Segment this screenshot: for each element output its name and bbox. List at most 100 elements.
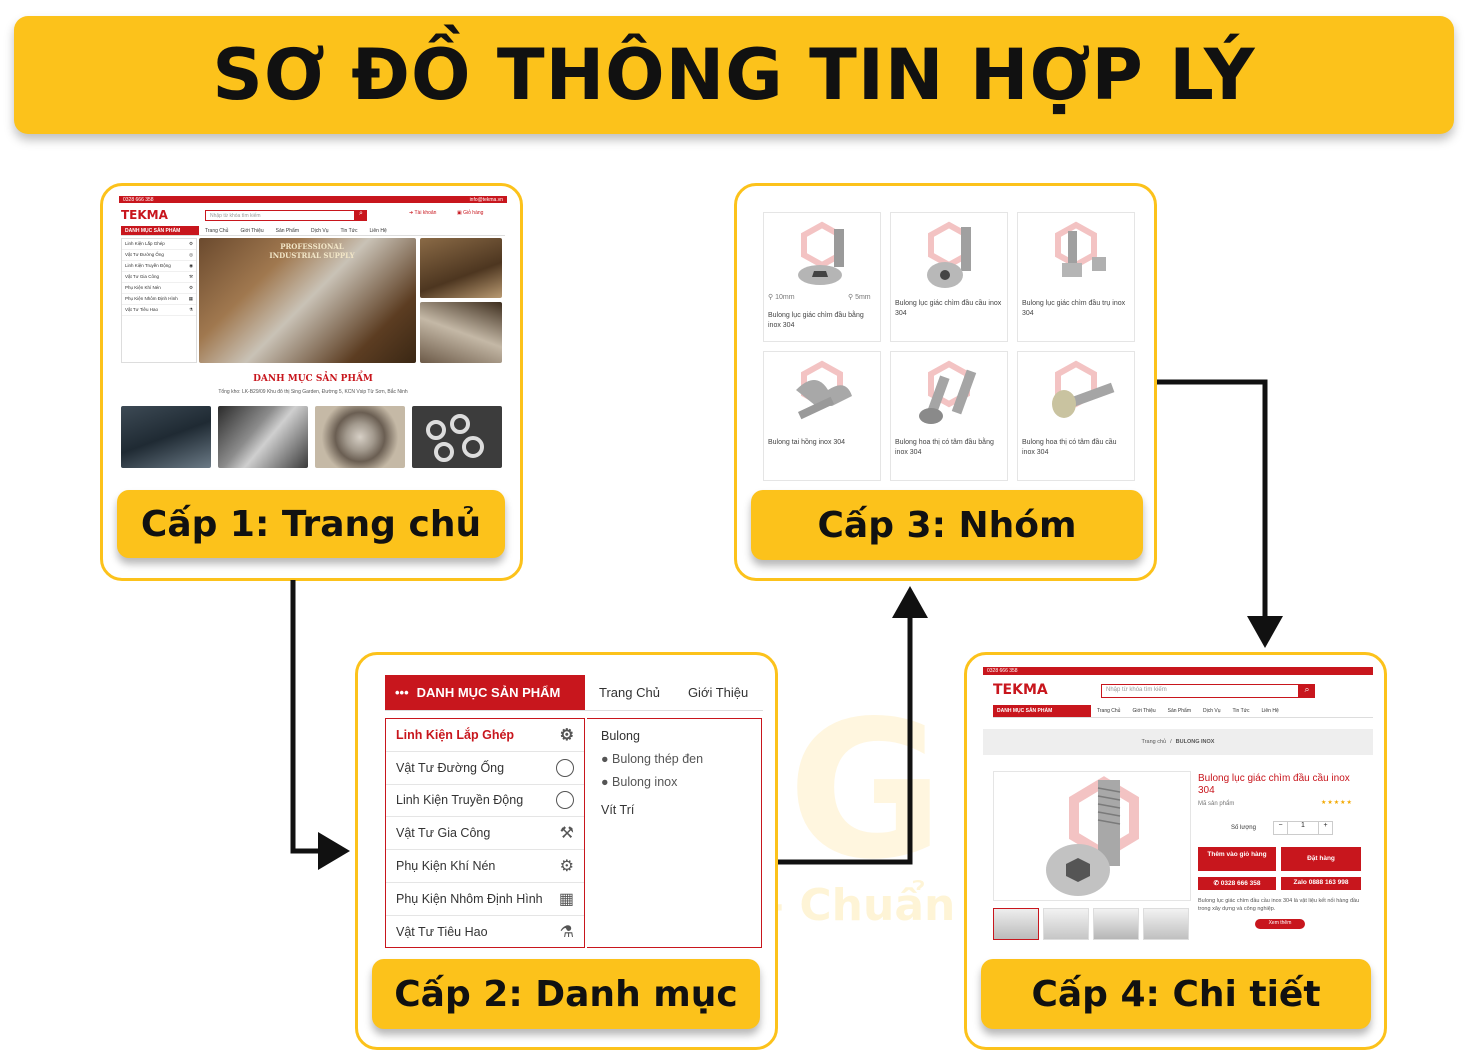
menu-item-pneumatic[interactable]: Phụ Kiện Khí Nén⚙	[386, 850, 584, 883]
thumbnail[interactable]	[1093, 908, 1139, 940]
category-image-washers[interactable]	[412, 406, 502, 468]
product-name: Bulong hoa thị có tâm đầu cầu inox 304	[1022, 439, 1117, 456]
menu-item-label: Linh Kiện Lắp Ghép	[396, 727, 515, 742]
logo[interactable]: TEKMA	[993, 682, 1048, 698]
menu-item-label: Vật Tư Tiêu Hao	[396, 925, 488, 940]
nav-news[interactable]: Tin Tức	[1232, 708, 1250, 714]
sku-label: Mã sản phẩm	[1198, 801, 1235, 807]
level4-detail-card: 0328 666 358 TEKMA Nhập từ khóa tìm kiếm…	[964, 652, 1387, 1050]
thumbnail[interactable]	[1043, 908, 1089, 940]
menu-item-machining[interactable]: Vật Tư Gia Công⚒	[386, 817, 584, 851]
sidebar-item-label: Phụ Kiện Khí Nén	[125, 285, 161, 290]
product-card[interactable]: Bulong hoa thị có tâm đầu cầu inox 304	[1017, 351, 1135, 481]
sidebar-item[interactable]: Vật Tư Đường Ống◎	[122, 250, 196, 261]
product-main-image[interactable]	[993, 771, 1191, 901]
submenu-item[interactable]: ● Bulong inox	[601, 775, 678, 789]
nav-home[interactable]: Trang Chủ	[599, 685, 660, 700]
logo[interactable]: TEKMA	[121, 208, 168, 222]
product-card[interactable]: Bulong tai hồng inox 304	[763, 351, 881, 481]
arrow-level3-to-level4	[1157, 379, 1268, 618]
menu-item-transmission[interactable]: Linh Kiện Truyền Động	[386, 785, 584, 818]
add-to-cart-button[interactable]: Thêm vào giỏ hàng	[1198, 847, 1276, 871]
breadcrumb-home[interactable]: Trang chủ	[1141, 739, 1167, 745]
nav-news[interactable]: Tin Tức	[340, 227, 358, 234]
nav-about[interactable]: Giới Thiệu	[240, 227, 264, 234]
qty-plus-button[interactable]: +	[1318, 822, 1332, 834]
nav-services[interactable]: Dịch Vụ	[1203, 708, 1221, 714]
product-title: Bulong lục giác chìm đầu cầu inox 304	[1198, 773, 1350, 796]
phone-icon: ✆	[1213, 880, 1219, 887]
sidebar-item-label: Vật Tư Tiêu Hao	[125, 307, 158, 312]
submenu-item-label: Bulong thép đen	[612, 752, 704, 766]
cart-link[interactable]: ▣ Giỏ hàng	[457, 210, 484, 216]
nav-about[interactable]: Giới Thiệu	[687, 685, 749, 700]
product-card[interactable]: Bulong lục giác chìm đầu cầu inox 304	[890, 212, 1008, 342]
search-input[interactable]: Nhập từ khóa tìm kiếm	[1101, 684, 1299, 698]
search-icon[interactable]: ⌕	[355, 210, 367, 221]
product-card[interactable]: Bulong hoa thị có tâm đầu bằng inox 304	[890, 351, 1008, 481]
thumbnail[interactable]	[1143, 908, 1189, 940]
category-image-screws[interactable]	[218, 406, 308, 468]
nav-products[interactable]: Sản Phẩm	[1167, 708, 1191, 714]
cart-label: Giỏ hàng	[463, 210, 484, 216]
bolt-image	[919, 360, 977, 424]
category-button-label: DANH MỤC SẢN PHẨM	[997, 708, 1053, 714]
qty-value[interactable]: 1	[1301, 822, 1305, 829]
nav-contact[interactable]: Liên Hệ	[1261, 708, 1279, 714]
sidebar-item[interactable]: Vật Tư Gia Công⚒	[122, 272, 196, 283]
sidebar-item[interactable]: Phụ Kiện Nhôm Định Hình▦	[122, 294, 196, 305]
search-icon[interactable]: ⌕	[1299, 684, 1315, 698]
nav-products[interactable]: Sản Phẩm	[275, 227, 299, 234]
sidebar-item[interactable]: Linh Kiện Lắp Ghép⚙	[122, 239, 196, 250]
account-link[interactable]: ➜ Tài khoản	[409, 210, 437, 216]
search-input[interactable]: Nhập từ khóa tìm kiếm	[205, 210, 355, 221]
menu-item-label: Vật Tư Gia Công	[396, 826, 491, 841]
order-button[interactable]: Đặt hàng	[1281, 847, 1361, 871]
nav-home[interactable]: Trang Chủ	[205, 227, 229, 234]
level2-category-card: ••• DANH MỤC SẢN PHẨM Trang Chủ Giới Thi…	[355, 652, 778, 1050]
nav-services[interactable]: Dịch Vụ	[311, 227, 329, 234]
submenu-item[interactable]: ● Bulong thép đen	[601, 752, 704, 766]
nav-contact[interactable]: Liên Hệ	[369, 227, 387, 234]
read-more-button[interactable]: Xem thêm	[1255, 919, 1305, 929]
submenu-group-bulong[interactable]: Bulong	[601, 729, 640, 743]
homepage-screenshot: 0328 666 358 info@tekma.vn TEKMA Nhập từ…	[119, 196, 507, 486]
menu-item-consumables[interactable]: Vật Tư Tiêu Hao⚗	[386, 916, 584, 949]
category-sidebar: Linh Kiện Lắp Ghép⚙ Vật Tư Đường Ống◎ Li…	[121, 238, 197, 363]
nav-about[interactable]: Giới Thiệu	[1132, 708, 1156, 714]
thumbnail[interactable]	[993, 908, 1039, 940]
zalo-button[interactable]: Zalo 0888 163 998	[1281, 877, 1361, 890]
hero-banner[interactable]: PROFESSIONAL INDUSTRIAL SUPPLY	[199, 238, 416, 363]
category-image-bolts[interactable]	[121, 406, 211, 468]
sidebar-item[interactable]: Linh Kiện Truyền Động◉	[122, 261, 196, 272]
quantity-stepper[interactable]: − 1 +	[1273, 821, 1333, 835]
product-name: Bulong hoa thị có tâm đầu bằng inox 304	[895, 439, 994, 456]
category-button[interactable]: DANH MỤC SẢN PHẨM	[993, 705, 1091, 717]
qty-minus-button[interactable]: −	[1274, 822, 1288, 834]
product-card[interactable]: ⚲ 10mm ⚲ 5mm Bulong lục giác chìm đầu bằ…	[763, 212, 881, 342]
product-tag: 10mm	[775, 294, 795, 301]
menu-item-fasteners[interactable]: Linh Kiện Lắp Ghép⚙	[386, 719, 584, 752]
hotline-button[interactable]: ✆ 0328 666 358	[1198, 877, 1276, 890]
bolt-image	[1046, 776, 1139, 896]
menu-item-aluminum[interactable]: Phụ Kiện Nhôm Định Hình▦	[386, 883, 584, 916]
promo-image-top[interactable]	[420, 238, 502, 298]
product-name: Bulong lục giác chìm đầu bằng inox 304	[768, 312, 864, 329]
menu-item-pipes[interactable]: Vật Tư Đường Ống	[386, 752, 584, 785]
category-button-label: DANH MỤC SẢN PHẨM	[416, 685, 561, 700]
submenu-group-vit[interactable]: Vít Trí	[601, 803, 635, 817]
promo-image-bottom[interactable]	[420, 302, 502, 363]
category-button[interactable]: ••• DANH MỤC SẢN PHẨM	[385, 675, 585, 710]
phone-text: 0328 666 358	[123, 197, 154, 203]
category-image-nuts[interactable]	[315, 406, 405, 468]
bolt-image	[1055, 221, 1106, 277]
category-nav: ••• DANH MỤC SẢN PHẨM Trang Chủ Giới Thi…	[385, 675, 763, 711]
nav-home[interactable]: Trang Chủ	[1097, 708, 1121, 714]
sidebar-item[interactable]: Vật Tư Tiêu Hao⚗	[122, 305, 196, 316]
category-button[interactable]: DANH MỤC SẢN PHẨM	[121, 226, 199, 235]
arrow-level1-to-level2	[290, 580, 320, 854]
product-card[interactable]: Bulong lục giác chìm đầu trụ inox 304	[1017, 212, 1135, 342]
hotline-label: 0328 666 358	[1220, 880, 1261, 887]
sidebar-item[interactable]: Phụ Kiện Khí Nén⚙	[122, 283, 196, 294]
breadcrumb: Trang chủ / BULONG INOX	[983, 729, 1373, 755]
